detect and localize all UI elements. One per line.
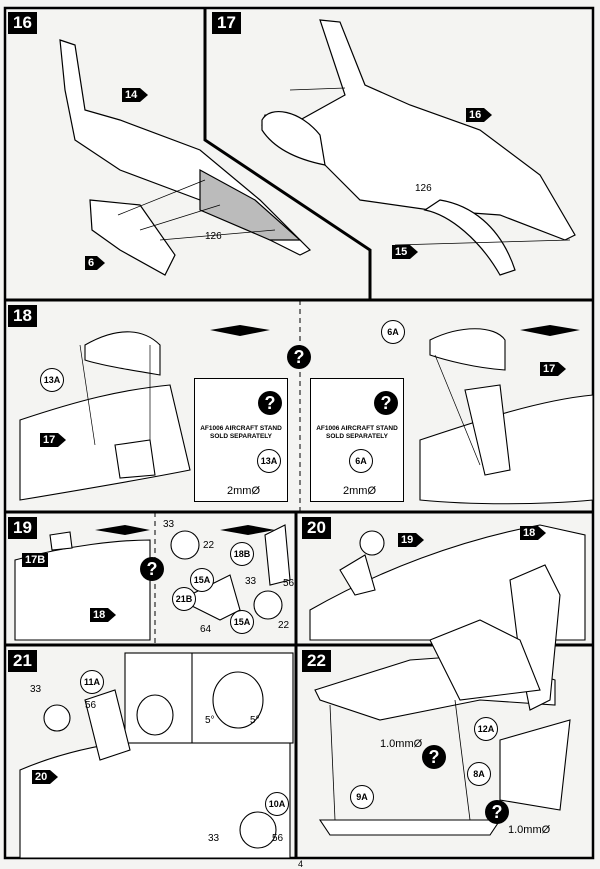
part-15A: 15A	[190, 568, 214, 592]
dimension-label: 1.0mmØ	[508, 824, 551, 836]
dimension-label: 1.0mmØ	[380, 738, 423, 750]
part-14: 14	[122, 88, 149, 102]
question-icon: ?	[422, 745, 446, 769]
step-21-badge: 21	[8, 650, 37, 672]
page-number: 4	[298, 859, 304, 869]
angle-label: 5°	[205, 715, 215, 726]
part-6: 6	[85, 256, 106, 270]
part-17: 17	[540, 362, 567, 376]
part-6A: 6A	[349, 449, 373, 473]
stand-box-left: AF1006 AIRCRAFT STAND SOLD SEPARATELY 13…	[194, 378, 288, 502]
part-18: 18	[90, 608, 117, 622]
part-number-64: 64	[200, 624, 212, 635]
part-number-22: 22	[278, 620, 290, 631]
part-10A: 10A	[265, 792, 289, 816]
part-6A: 6A	[381, 320, 405, 344]
part-13A: 13A	[40, 368, 64, 392]
step-18-badge: 18	[8, 305, 37, 327]
part-16: 16	[466, 108, 493, 122]
part-13A: 13A	[257, 449, 281, 473]
part-20: 20	[32, 770, 59, 784]
question-icon: ?	[485, 800, 509, 824]
part-17: 17	[40, 433, 67, 447]
part-8A: 8A	[467, 762, 491, 786]
part-15A: 15A	[230, 610, 254, 634]
dimension-label: 2mmØ	[343, 485, 376, 497]
question-icon: ?	[258, 391, 282, 415]
step-22-badge: 22	[302, 650, 331, 672]
dimension-label: 2mmØ	[227, 485, 260, 497]
part-number-33: 33	[208, 833, 220, 844]
step-20-badge: 20	[302, 517, 331, 539]
question-icon: ?	[374, 391, 398, 415]
part-15: 15	[392, 245, 419, 259]
part-21B: 21B	[172, 587, 196, 611]
step-19-badge: 19	[8, 517, 37, 539]
question-icon: ?	[140, 557, 164, 581]
part-18: 18	[520, 526, 547, 540]
stand-text: AF1006 AIRCRAFT STAND SOLD SEPARATELY	[200, 425, 282, 440]
part-18B: 18B	[230, 542, 254, 566]
part-17B: 17B	[22, 553, 49, 567]
part-number-56: 56	[272, 833, 284, 844]
part-number-33: 33	[30, 684, 42, 695]
stand-text: AF1006 AIRCRAFT STAND SOLD SEPARATELY	[316, 425, 398, 440]
part-11A: 11A	[80, 670, 104, 694]
part-number-33: 33	[245, 576, 257, 587]
part-number-126: 126	[415, 183, 432, 194]
part-number-56: 56	[85, 700, 97, 711]
part-19: 19	[398, 533, 425, 547]
angle-label: 5°	[250, 715, 260, 726]
part-number-56: 56	[283, 578, 295, 589]
part-number-126: 126	[205, 231, 222, 242]
part-9A: 9A	[350, 785, 374, 809]
step-16-badge: 16	[8, 12, 37, 34]
question-icon: ?	[287, 345, 311, 369]
step-17-badge: 17	[212, 12, 241, 34]
part-12A: 12A	[474, 717, 498, 741]
stand-box-right: AF1006 AIRCRAFT STAND SOLD SEPARATELY 6A…	[310, 378, 404, 502]
part-number-22: 22	[203, 540, 215, 551]
part-number-33: 33	[163, 519, 175, 530]
